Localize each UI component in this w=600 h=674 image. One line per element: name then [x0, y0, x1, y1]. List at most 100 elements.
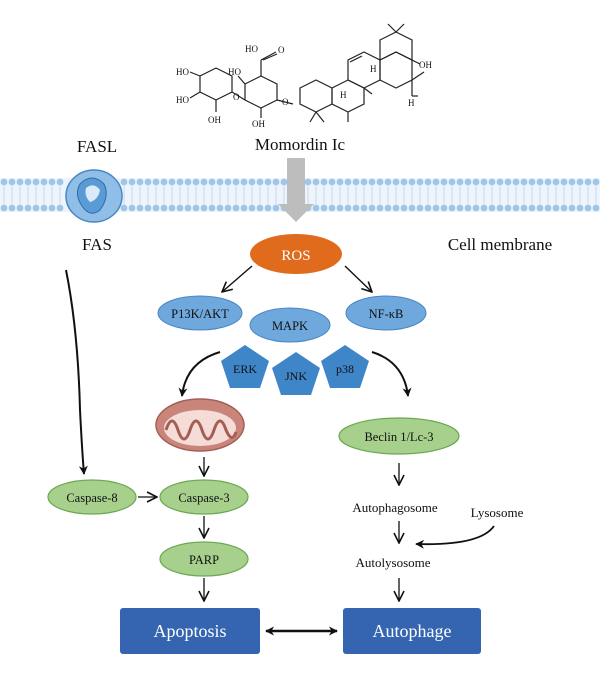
lipid-head [8, 204, 16, 212]
lipid-head [56, 204, 64, 212]
lipid-head [208, 204, 216, 212]
lipid-head [440, 204, 448, 212]
lipid-head [576, 204, 584, 212]
lipid-head [128, 204, 136, 212]
fas-label: FAS [82, 235, 112, 254]
p38-pentagon: p38 [321, 345, 369, 388]
lipid-head [400, 178, 408, 186]
lipid-head [48, 178, 56, 186]
lysosome-label: Lysosome [471, 505, 524, 520]
lipid-head [400, 204, 408, 212]
atom-label: HO [228, 67, 241, 77]
apoptosis-label: Apoptosis [153, 621, 226, 641]
lipid-head [24, 178, 32, 186]
lipid-head [352, 204, 360, 212]
lipid-head [392, 178, 400, 186]
ros-label: ROS [281, 248, 310, 264]
mapk-node: MAPK [249, 307, 331, 343]
lipid-head [152, 178, 160, 186]
caspase3-node: Caspase-3 [159, 479, 249, 515]
lipid-head [368, 178, 376, 186]
lipid-head [488, 178, 496, 186]
lipid-head [376, 178, 384, 186]
lipid-head [32, 204, 40, 212]
lipid-head [256, 178, 264, 186]
lipid-head [504, 178, 512, 186]
lipid-head [136, 178, 144, 186]
ros-node: ROS [250, 234, 342, 274]
p38-label: p38 [336, 362, 354, 376]
mapk-label: MAPK [272, 319, 308, 333]
lipid-head [200, 204, 208, 212]
lipid-head [176, 204, 184, 212]
entry-arrow [278, 158, 314, 222]
lipid-head [192, 204, 200, 212]
lipid-head [312, 178, 320, 186]
lipid-head [424, 178, 432, 186]
structure-atom-labels: HO HO OH HO OH HO O O O OH H H H [176, 44, 432, 129]
lipid-head [432, 178, 440, 186]
lipid-head [16, 178, 24, 186]
atom-label: O [278, 45, 285, 55]
lipid-head [360, 178, 368, 186]
lipid-head [136, 204, 144, 212]
lipid-head [56, 178, 64, 186]
atom-label: O [282, 97, 289, 107]
fasl-label: FASL [77, 137, 117, 156]
atom-label: H [340, 90, 347, 100]
lipid-head [264, 204, 272, 212]
arrow-ros-pi3k [222, 265, 253, 292]
caspase3-label: Caspase-3 [178, 491, 229, 505]
lipid-head [464, 178, 472, 186]
lipid-head [352, 178, 360, 186]
lipid-head [184, 204, 192, 212]
lipid-head [408, 178, 416, 186]
lipid-head [48, 204, 56, 212]
lipid-head [0, 178, 8, 186]
autophagosome-label: Autophagosome [352, 500, 437, 515]
jnk-pentagon: JNK [272, 352, 320, 395]
lipid-head [416, 204, 424, 212]
lipid-head [216, 204, 224, 212]
lipid-head [384, 178, 392, 186]
lipid-head [504, 204, 512, 212]
arrow-ros-nfkb [344, 265, 372, 292]
caspase8-label: Caspase-8 [66, 491, 117, 505]
lipid-head [256, 204, 264, 212]
lipid-head [272, 204, 280, 212]
lipid-head [512, 178, 520, 186]
lipid-head [408, 204, 416, 212]
lipid-head [120, 204, 128, 212]
lipid-head [488, 204, 496, 212]
lipid-head [168, 178, 176, 186]
lipid-head [240, 178, 248, 186]
lipid-head [432, 204, 440, 212]
lipid-head [568, 204, 576, 212]
lipid-head [336, 204, 344, 212]
lipid-head [272, 178, 280, 186]
lipid-head [16, 204, 24, 212]
lipid-head [560, 178, 568, 186]
arrow-mapk-beclin [371, 351, 412, 397]
lipid-head [576, 178, 584, 186]
lipid-head [120, 178, 128, 186]
lipid-head [496, 204, 504, 212]
lipid-head [32, 178, 40, 186]
lipid-head [160, 204, 168, 212]
lipid-head [232, 178, 240, 186]
lipid-head [592, 178, 600, 186]
lipid-head [552, 178, 560, 186]
lipid-head [192, 178, 200, 186]
pi3k-akt-label: P13K/AKT [171, 307, 229, 321]
nfkb-label: NF-κB [369, 307, 404, 321]
parp-node: PARP [159, 541, 249, 577]
lipid-head [456, 204, 464, 212]
lipid-head [248, 178, 256, 186]
lipid-head [440, 178, 448, 186]
lipid-head [280, 178, 288, 186]
lipid-head [424, 204, 432, 212]
lipid-head [592, 204, 600, 212]
lipid-head [472, 178, 480, 186]
atom-label: OH [208, 115, 221, 125]
